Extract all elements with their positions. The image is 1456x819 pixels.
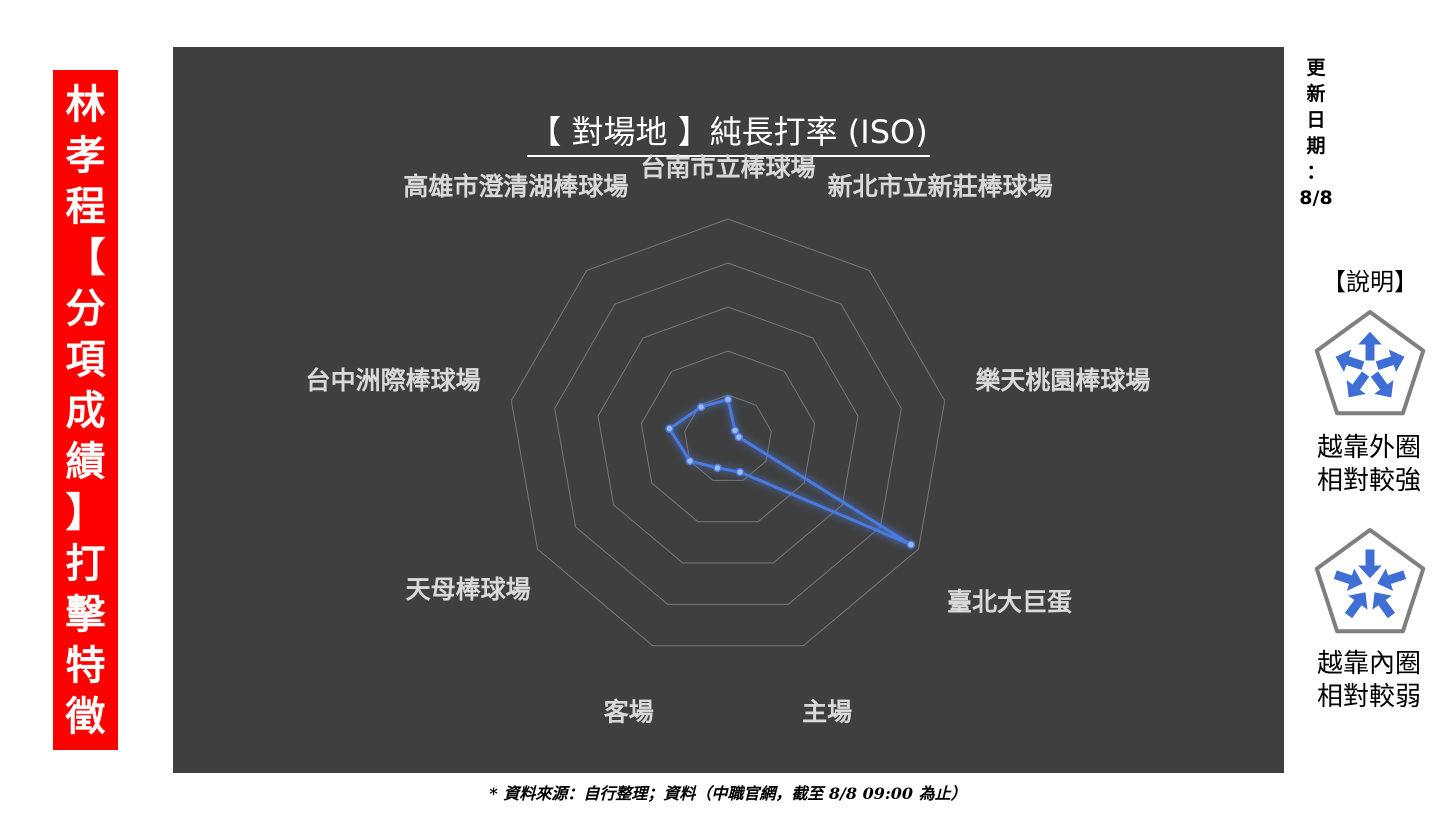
data-point bbox=[665, 424, 674, 433]
series-line bbox=[668, 397, 913, 547]
pentagon-shape bbox=[1314, 528, 1426, 634]
banner-char: 擊 bbox=[65, 592, 106, 638]
update-date-char: ： bbox=[1306, 161, 1326, 183]
update-date-char: 期 bbox=[1306, 135, 1326, 157]
pentagon-shape bbox=[1314, 310, 1426, 416]
update-date-char: 8/8 bbox=[1299, 187, 1333, 209]
inward-arrow-icon bbox=[1375, 565, 1408, 593]
category-label: 客場 bbox=[604, 698, 654, 727]
data-point bbox=[906, 540, 916, 549]
inward-arrow-icon bbox=[1355, 548, 1385, 580]
category-label: 臺北大巨蛋 bbox=[947, 588, 1072, 617]
data-point bbox=[730, 426, 740, 435]
inward-arrow-icon bbox=[1332, 565, 1365, 593]
banner-char: 孝 bbox=[65, 133, 106, 179]
inward-arrows-icon bbox=[1314, 528, 1426, 634]
category-label: 樂天桃園棒球場 bbox=[975, 366, 1150, 395]
data-point bbox=[735, 467, 745, 477]
inward-arrow-icon bbox=[1343, 591, 1369, 620]
legend-inner-caption: 越靠內圈相對較弱 bbox=[1316, 649, 1421, 712]
chart-panel: 【 對場地 】純長打率 (ISO) 台南市立棒球場新北市立新莊棒球場樂天桃園棒球… bbox=[173, 47, 1284, 773]
legend-outer-caption: 越靠外圈相對較強 bbox=[1316, 433, 1421, 496]
update-date: 更新日期 ： 8/8 bbox=[1298, 55, 1334, 211]
radar-grid-ring bbox=[554, 262, 902, 605]
outward-arrow-icon bbox=[1345, 370, 1371, 399]
banner-char: 分 bbox=[65, 286, 106, 332]
data-point bbox=[696, 402, 706, 412]
data-point bbox=[723, 395, 733, 404]
outward-arrows-icon bbox=[1314, 310, 1426, 416]
player-title-banner: 林孝程【分項成績】打擊特徵 bbox=[53, 70, 118, 750]
chart-title: 【 對場地 】純長打率 (ISO) bbox=[173, 107, 1284, 157]
data-point bbox=[713, 463, 722, 473]
radar-grid-ring bbox=[640, 350, 816, 523]
update-date-char: 新 bbox=[1306, 83, 1326, 105]
category-label: 新北市立新莊棒球場 bbox=[828, 172, 1053, 201]
outward-arrow-icon bbox=[1355, 330, 1385, 362]
legend-title: 【說明】 bbox=[1322, 268, 1418, 296]
banner-char: 特 bbox=[65, 643, 106, 689]
banner-char: 徵 bbox=[65, 694, 106, 740]
data-point bbox=[685, 456, 695, 466]
category-label: 高雄市澄清湖棒球場 bbox=[403, 172, 628, 201]
update-date-char: 日 bbox=[1306, 109, 1326, 131]
outward-arrow-icon bbox=[1334, 347, 1366, 375]
banner-char: 】 bbox=[65, 490, 106, 536]
outward-arrow-icon bbox=[1369, 370, 1395, 399]
banner-char: 項 bbox=[65, 337, 106, 383]
banner-char: 成 bbox=[65, 388, 106, 434]
inward-arrow-icon bbox=[1371, 591, 1397, 620]
banner-char: 績 bbox=[65, 439, 106, 485]
category-label: 天母棒球場 bbox=[406, 575, 531, 604]
category-label: 台南市立棒球場 bbox=[640, 153, 815, 182]
banner-char: 程 bbox=[65, 184, 106, 230]
radar-grid-ring bbox=[510, 218, 946, 647]
banner-char: 打 bbox=[65, 541, 106, 587]
outward-arrow-icon bbox=[1374, 347, 1406, 375]
banner-char: 林 bbox=[65, 82, 106, 128]
category-label: 台中洲際棒球場 bbox=[306, 366, 481, 395]
radar-grid-ring bbox=[597, 306, 859, 564]
category-label: 主場 bbox=[802, 698, 852, 727]
data-source-footnote: * 資料來源：自行整理；資料（中職官網，截至 8/8 09:00 為止） bbox=[489, 784, 967, 803]
radar-grid-ring bbox=[684, 394, 772, 481]
update-date-char: 更 bbox=[1306, 57, 1326, 79]
data-point bbox=[734, 432, 744, 442]
banner-char: 【 bbox=[65, 235, 106, 281]
